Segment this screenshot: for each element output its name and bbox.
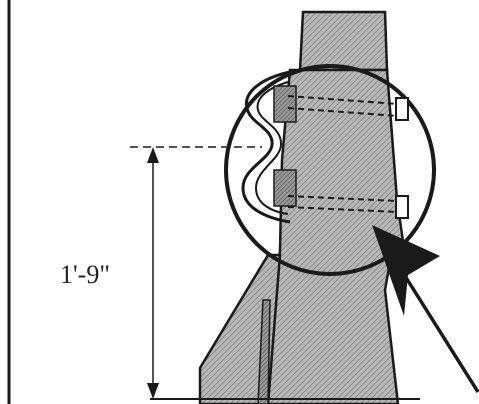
blockout-lower — [273, 169, 297, 207]
barrier-top-cap — [298, 10, 389, 72]
nut-lower — [395, 195, 409, 219]
barrier-front-step — [257, 299, 271, 404]
pointer-arrowhead — [372, 225, 440, 316]
pointer-arrow-shaft — [398, 267, 479, 393]
dimension-arrow-top — [147, 147, 159, 163]
dimension-line: 1'-9" — [60, 147, 159, 399]
bolt-upper-top — [287, 95, 399, 105]
dimension-arrow-bottom — [147, 383, 159, 399]
pointer-arrow — [372, 225, 479, 393]
bolt-upper-bottom — [287, 107, 399, 117]
dimension-label: 1'-9" — [60, 260, 110, 289]
concrete-barrier — [150, 10, 420, 404]
bolt-lower-top — [287, 195, 399, 202]
nut-upper — [395, 97, 409, 121]
barrier-stem — [266, 68, 408, 404]
w-beam-profile — [241, 70, 291, 224]
w-beam-inner — [254, 81, 289, 215]
bolt-lower-bottom — [287, 206, 399, 213]
anchor-bolts — [287, 95, 409, 219]
detail-circle — [224, 64, 436, 276]
blockout-upper — [273, 85, 297, 123]
